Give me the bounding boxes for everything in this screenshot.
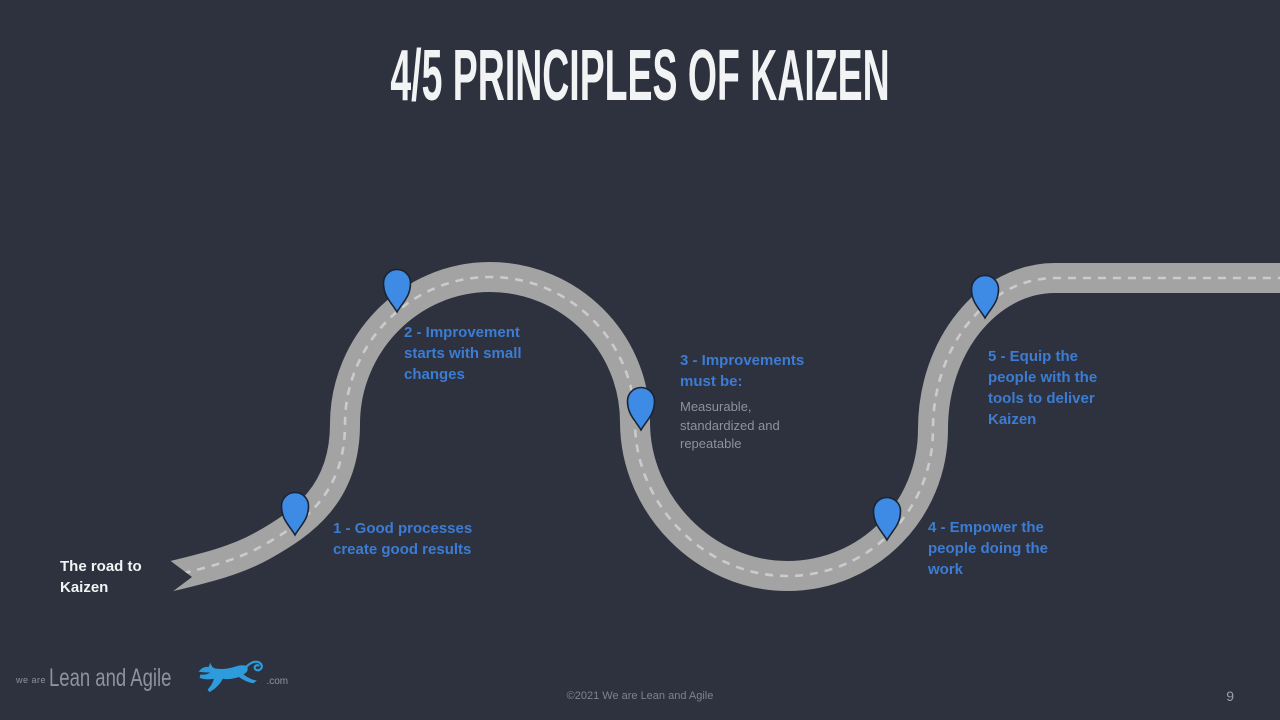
logo-prefix-text: we are xyxy=(16,675,47,685)
logo-suffix-text: .com xyxy=(266,675,289,687)
map-pin-icon xyxy=(382,268,412,314)
road-center-dashes xyxy=(167,275,1280,579)
step-1-label: 1 - Good processes create good results xyxy=(333,520,473,558)
road-start-notch xyxy=(164,556,192,598)
we-are-lean-and-agile-logo: we are Lean and Agile .com xyxy=(16,656,288,700)
map-pin-markers xyxy=(280,268,1000,542)
page-number: 9 xyxy=(1226,688,1234,704)
logo-name-text: Lean and Agile xyxy=(49,663,172,692)
step-5-label: 5 - Equip the people with the tools to d… xyxy=(988,348,1098,428)
copyright-text: ©2021 We are Lean and Agile xyxy=(566,690,714,702)
map-pin-icon xyxy=(872,496,902,542)
step-4-label: 4 - Empower the people doing the work xyxy=(928,519,1048,578)
map-pin-icon xyxy=(280,491,310,537)
step-3-label: 3 - Improvements must be: xyxy=(680,352,805,390)
greyhound-dog-icon xyxy=(199,660,264,693)
road-start-label: The road to Kaizen xyxy=(60,558,142,596)
step-3-sublabel: Measurable, standardized and repeatable xyxy=(680,399,780,451)
map-pin-icon xyxy=(626,386,656,432)
step-2-label: 2 - Improvement starts with small change… xyxy=(404,324,522,383)
map-pin-icon xyxy=(970,274,1000,320)
slide-title: 4/5 PRINCIPLES OF KAIZEN xyxy=(390,36,890,116)
